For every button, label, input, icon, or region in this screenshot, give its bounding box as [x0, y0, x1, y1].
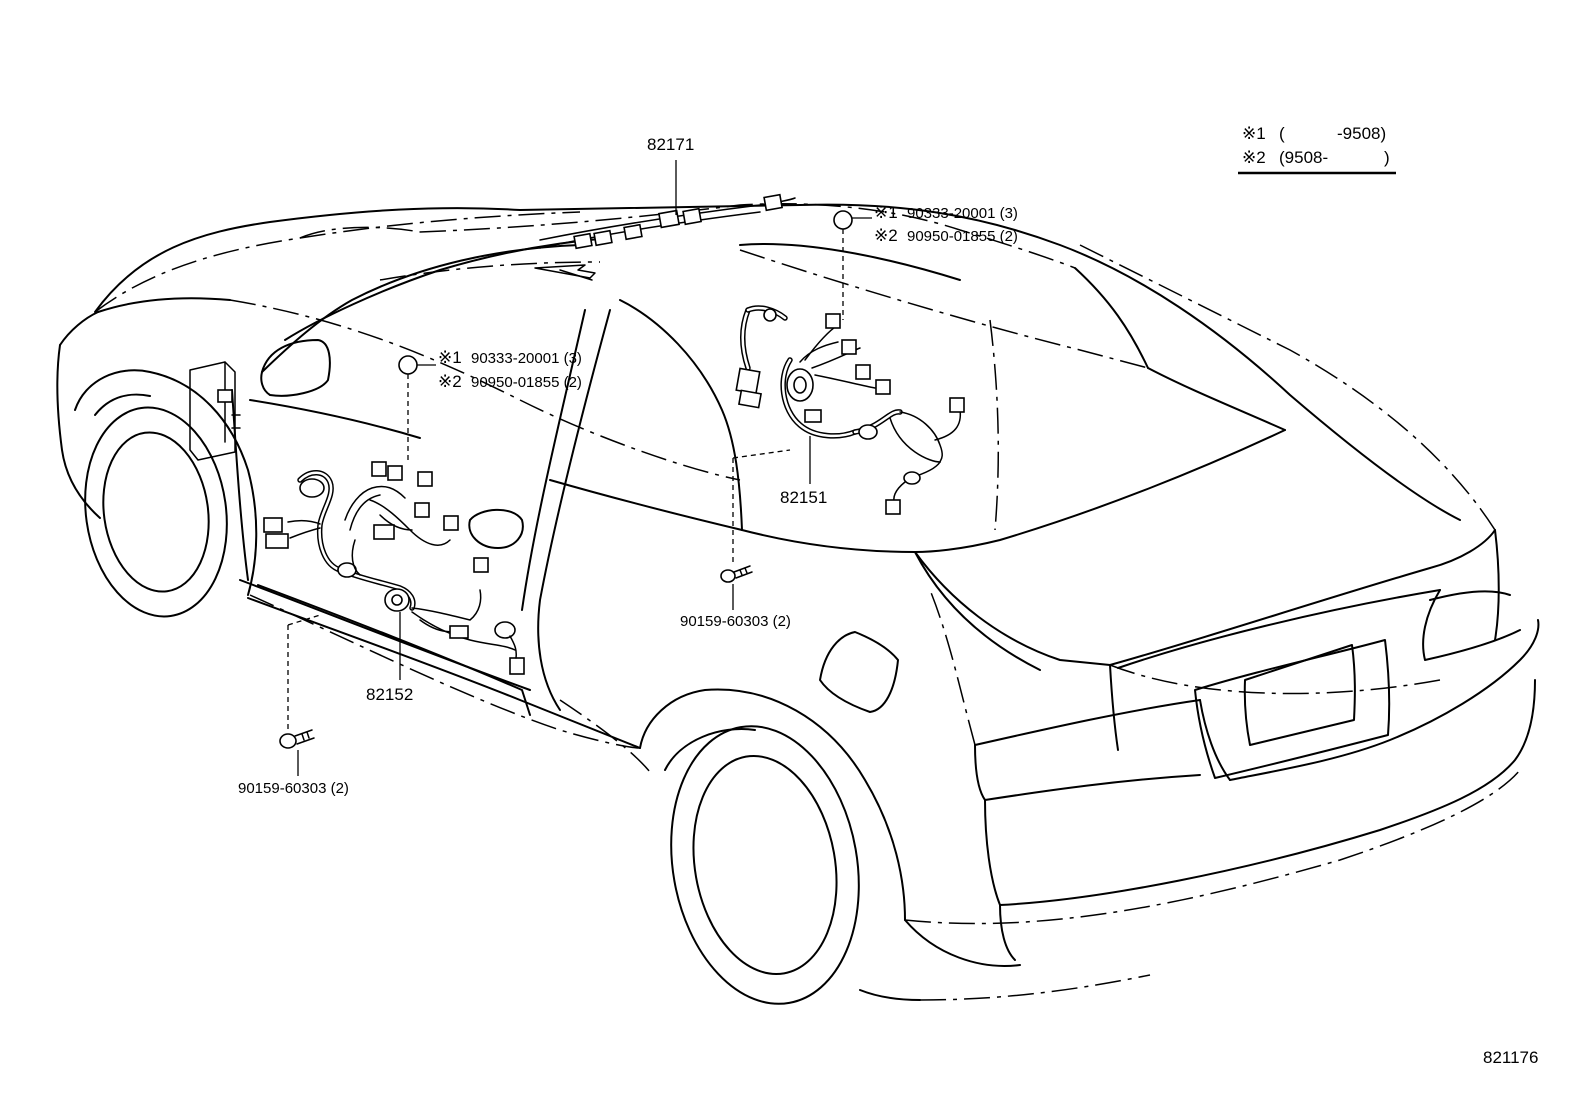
label-82151: 82151: [780, 488, 827, 507]
clamp-rear-icon: [833, 210, 853, 230]
clamp-front-1-mark: ※1: [438, 348, 462, 367]
label-bolt-rear: 90159-60303 (2): [680, 613, 791, 630]
clamp-rear-2-mark: ※2: [874, 226, 898, 245]
legend: ※1 ( -9508) ※2 (9508- ): [1238, 124, 1396, 175]
car-body-outline: [56, 203, 1540, 1005]
legend-row1-mark: ※1: [1242, 124, 1266, 143]
legend-row2-mark: ※2: [1242, 148, 1266, 167]
clamp-front-icon: [398, 355, 418, 375]
clamp-front-1-part: 90333-20001 (3): [471, 350, 582, 367]
clamp-front-2-part: 90950-01855 (2): [471, 374, 582, 391]
bolt-rear-icon: [720, 449, 791, 610]
roof-harness: [534, 193, 796, 281]
clamp-rear-1-mark: ※1: [874, 203, 898, 222]
rear-door-harness: [735, 305, 965, 515]
legend-row2-open: (9508-: [1279, 148, 1328, 167]
clamp-rear-1-part: 90333-20001 (3): [907, 205, 1018, 222]
label-82152: 82152: [366, 685, 413, 704]
phantom-lines: [94, 203, 1521, 1001]
label-82171: 82171: [647, 135, 694, 154]
front-junction-block: [189, 361, 241, 461]
clamp-rear-2-part: 90950-01855 (2): [907, 228, 1018, 245]
front-door-harness: [263, 461, 525, 675]
clamp-front-2-mark: ※2: [438, 372, 462, 391]
legend-row1-open: (: [1279, 124, 1285, 143]
figure-number: 821176: [1483, 1048, 1538, 1067]
legend-row2-close: ): [1384, 148, 1390, 167]
legend-row1-range: -9508): [1337, 124, 1386, 143]
bolt-front-icon: [279, 614, 321, 776]
label-bolt-front: 90159-60303 (2): [238, 780, 349, 797]
